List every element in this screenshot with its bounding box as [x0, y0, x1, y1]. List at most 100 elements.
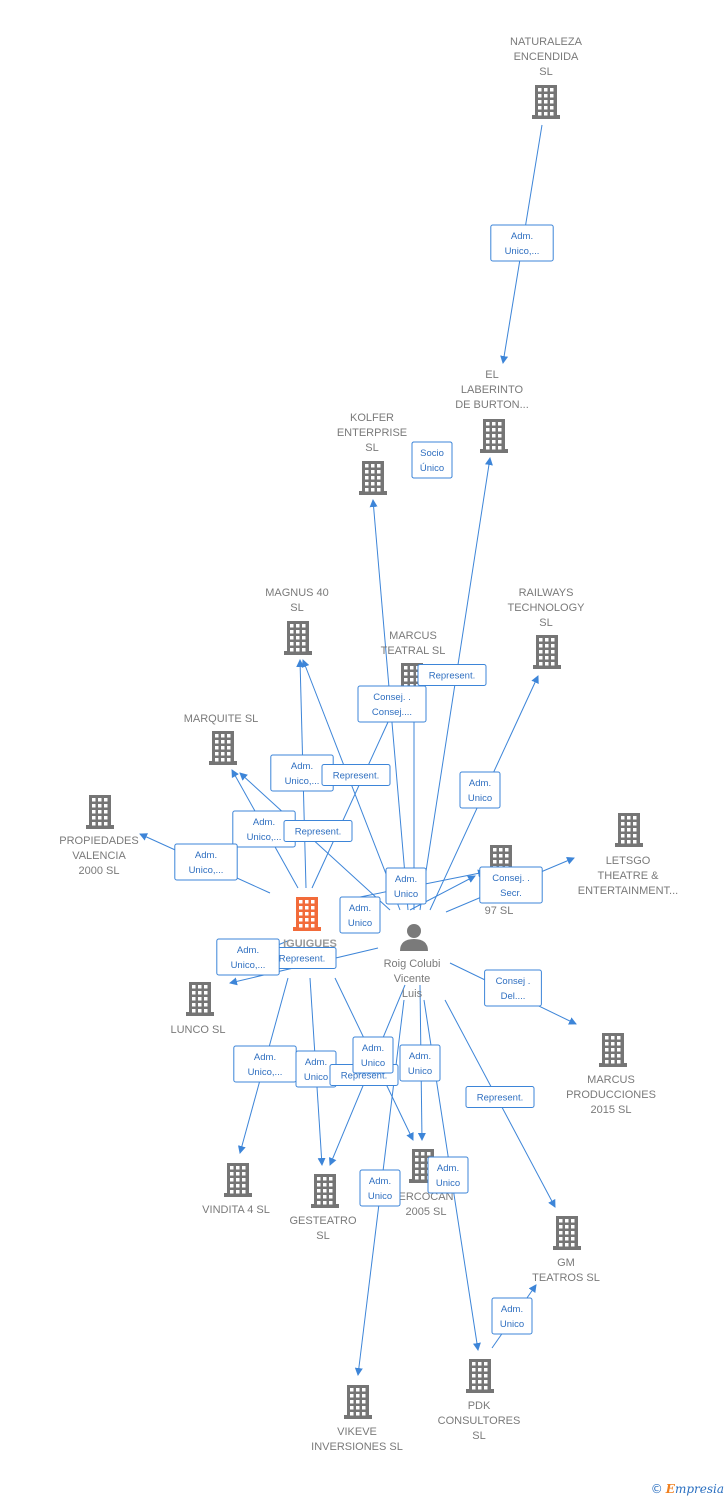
- building-icon: [359, 461, 387, 495]
- node-vindita[interactable]: VINDITA 4 SL: [202, 1163, 270, 1216]
- edge-label-text: Represent.: [477, 1093, 523, 1104]
- edge-label[interactable]: Adm. Unico: [459, 771, 501, 809]
- edge-label-text: Consej. .: [492, 873, 530, 884]
- edge-label-text: Adm.: [469, 778, 491, 789]
- building-icon: [186, 982, 214, 1016]
- node-label: MARCUS: [587, 1074, 635, 1086]
- edge-label[interactable]: Consej. . Secr.: [479, 866, 543, 904]
- edge-label[interactable]: Adm.Unico: [427, 1156, 469, 1194]
- edge-label[interactable]: Represent.: [465, 1086, 535, 1108]
- edge-label[interactable]: Represent.: [321, 764, 391, 786]
- edge-label-text: Adm.: [437, 1163, 459, 1174]
- node-label: Luis: [402, 988, 423, 1000]
- node-label: SL: [316, 1230, 329, 1242]
- edge-label-text: Adm.: [305, 1057, 327, 1068]
- edge-label-box: [490, 224, 554, 262]
- node-label: TEATRAL SL: [381, 645, 446, 657]
- node-label: TECHNOLOGY: [507, 602, 585, 614]
- edge-label-text: Secr.: [500, 888, 522, 899]
- edge-label[interactable]: Adm.Unico,...: [490, 224, 554, 262]
- edge-label[interactable]: Adm.Unico: [491, 1297, 533, 1335]
- edge-label-box: [459, 771, 501, 809]
- edges-layer: [139, 124, 577, 1376]
- node-label: ENTERTAINMENT...: [578, 885, 678, 897]
- node-gesteatro[interactable]: GESTEATRO SL: [289, 1174, 357, 1242]
- copyright-symbol: ©: [650, 1482, 663, 1496]
- node-label: 2005 SL: [406, 1206, 447, 1218]
- edge-label-text: Adm.: [349, 903, 371, 914]
- edge-label[interactable]: Adm. Unico: [339, 896, 381, 934]
- edge-label-box: [339, 896, 381, 934]
- edge-label-text: Represent.: [279, 954, 325, 965]
- edge-label-text: Adm.: [195, 850, 217, 861]
- edge-label-text: Represent.: [341, 1071, 387, 1082]
- node-letsgo[interactable]: LETSGO THEATRE & ENTERTAINMENT...: [578, 813, 678, 897]
- node-label: MAGNUS 40: [265, 587, 329, 599]
- edge-label-text: Unico,...: [285, 776, 320, 787]
- node-marquite[interactable]: MARQUITE SL: [184, 713, 259, 765]
- edge-label-text: Adm.: [409, 1051, 431, 1062]
- node-label: SL: [539, 617, 552, 629]
- edge-label[interactable]: Adm.Unico: [352, 1036, 394, 1074]
- node-label: KOLFER: [350, 412, 394, 424]
- person-icon: [400, 924, 428, 951]
- edge-label-box: [427, 1156, 469, 1194]
- node-label: LETSGO: [606, 855, 651, 867]
- node-label: DE BURTON...: [455, 399, 529, 411]
- node-magnus[interactable]: MAGNUS 40 SL: [265, 587, 329, 655]
- edge-label[interactable]: Consej .Del....: [484, 969, 542, 1007]
- node-label: VALENCIA: [72, 850, 126, 862]
- edge-label-text: Adm.: [395, 874, 417, 885]
- node-label: LABERINTO: [461, 384, 524, 396]
- edge-label[interactable]: Adm. Unico: [399, 1044, 441, 1082]
- edge-label[interactable]: Adm.Unico: [385, 867, 427, 905]
- edge-label-text: Único: [420, 463, 444, 474]
- edge-label[interactable]: Adm.Unico,...: [233, 1045, 297, 1083]
- node-label: PRODUCCIONES: [566, 1089, 656, 1101]
- node-lunco[interactable]: LUNCO SL: [170, 982, 226, 1036]
- edge-label[interactable]: Represent.: [417, 664, 487, 686]
- node-label: THEATRE &: [598, 870, 660, 882]
- edge-label-text: Unico: [468, 793, 492, 804]
- edge-label-box: [465, 1086, 535, 1108]
- edge-label-box: [216, 938, 280, 976]
- node-label: GESTEATRO: [289, 1215, 356, 1227]
- edge-label-text: Unico: [368, 1191, 392, 1202]
- node-focal[interactable]: IGUIGUES: [283, 897, 337, 950]
- edge-label-text: Unico: [408, 1066, 432, 1077]
- edge-label[interactable]: Adm.Unico,...: [216, 938, 280, 976]
- edge-label[interactable]: Consej. .Consej....: [357, 685, 427, 723]
- edge-label-text: Socio: [420, 448, 444, 459]
- edge-label-text: Represent.: [333, 771, 379, 782]
- edge-label-text: Unico: [348, 918, 372, 929]
- node-label: VIKEVE: [337, 1426, 377, 1438]
- node-label: ENCENDIDA: [514, 51, 579, 63]
- node-label: NATURALEZA: [510, 36, 583, 48]
- edge-label[interactable]: Adm.Unico,...: [174, 843, 238, 881]
- edge-label[interactable]: Represent.: [267, 947, 337, 969]
- node-label: MARCUS: [389, 630, 437, 642]
- building-icon: [209, 731, 237, 765]
- building-icon: [553, 1216, 581, 1250]
- node-label: ENTERPRISE: [337, 427, 407, 439]
- building-icon: [532, 85, 560, 119]
- building-icon: [344, 1385, 372, 1419]
- edge-label[interactable]: Adm.Unico: [359, 1169, 401, 1207]
- edge-label-box: [283, 820, 353, 842]
- empresia-logo[interactable]: ©Empresia: [651, 1482, 724, 1496]
- edge-label[interactable]: Represent.: [283, 820, 353, 842]
- node-label: SL: [290, 602, 303, 614]
- edge-label-text: Represent.: [429, 671, 475, 682]
